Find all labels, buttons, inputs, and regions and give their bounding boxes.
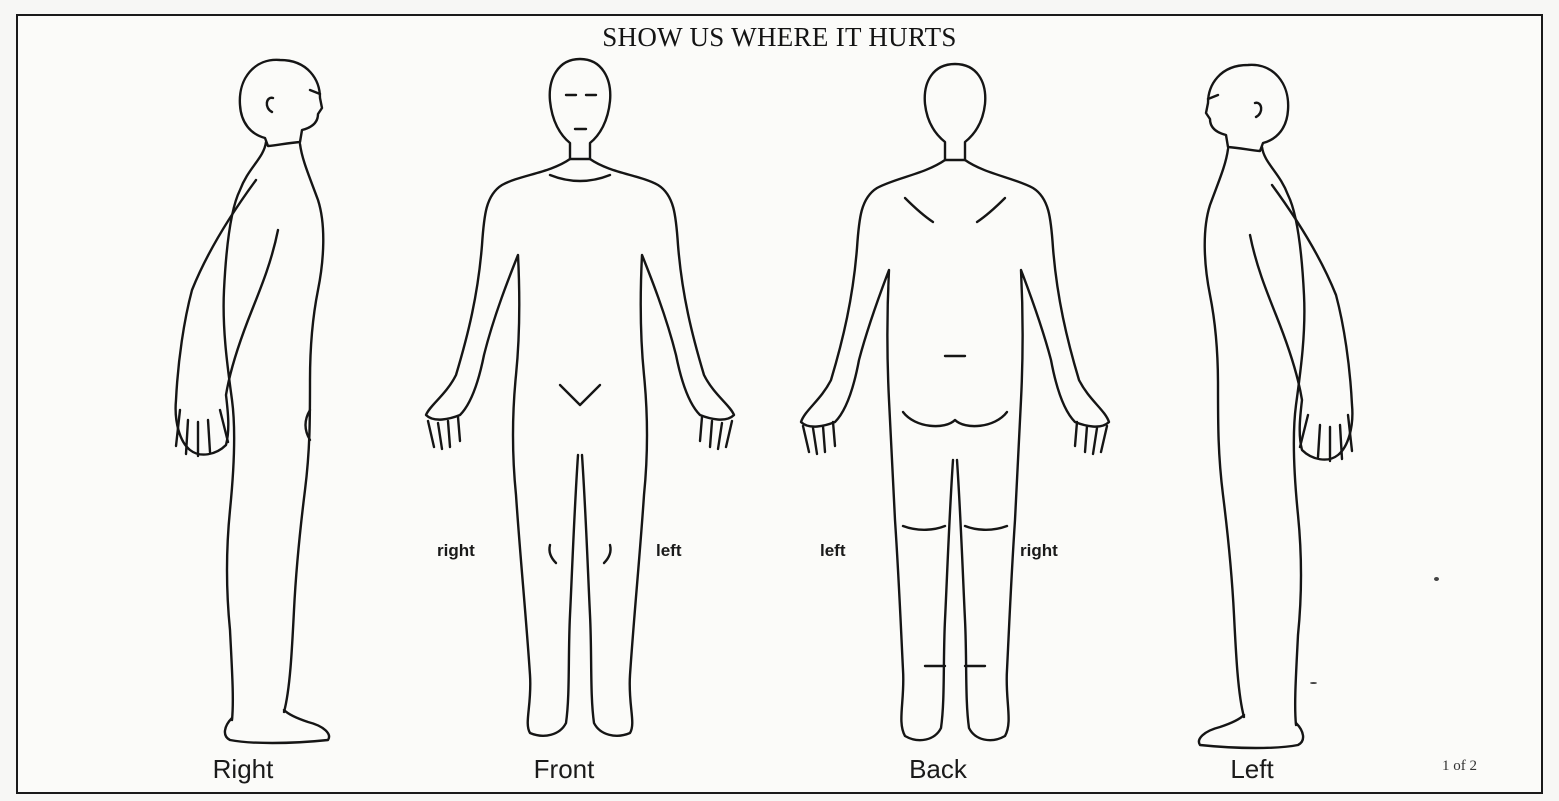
shoulders-torso-right	[582, 159, 734, 736]
scan-speck	[1310, 682, 1317, 684]
page-number: 1 of 2	[1442, 758, 1477, 775]
head-outline	[550, 59, 611, 159]
body-figure-front[interactable]	[420, 55, 740, 745]
back-left-label: left	[820, 541, 846, 561]
front-right-label: right	[437, 541, 475, 561]
ear	[1255, 103, 1261, 117]
head-outline	[1206, 65, 1288, 151]
groin	[560, 385, 600, 405]
buttocks	[903, 412, 1007, 426]
view-label-left: Left	[1152, 754, 1352, 785]
ear	[267, 98, 273, 112]
front-left-label: left	[656, 541, 682, 561]
knees	[549, 545, 610, 563]
shoulder-blades	[905, 198, 1005, 222]
foot-outline	[1199, 715, 1303, 748]
back-right-label: right	[1020, 541, 1058, 561]
foot-outline	[225, 710, 329, 743]
front-outline	[284, 144, 323, 712]
head-outline	[240, 60, 322, 146]
head-outline	[925, 64, 986, 160]
back-outline	[1262, 147, 1304, 725]
arm-outline	[176, 180, 278, 455]
view-label-back: Back	[838, 754, 1038, 785]
knee-backs	[903, 526, 1007, 530]
body-figure-back[interactable]	[795, 60, 1115, 750]
back-outline	[224, 142, 266, 720]
hand-fingers-l	[700, 417, 732, 449]
view-label-right: Right	[143, 754, 343, 785]
page-title: SHOW US WHERE IT HURTS	[0, 22, 1559, 53]
shoulders-torso	[426, 159, 578, 736]
front-outline	[1205, 149, 1244, 717]
view-label-front: Front	[464, 754, 664, 785]
body-figure-left-side[interactable]	[1168, 55, 1368, 755]
scan-speck	[1434, 577, 1439, 581]
collar-bones	[550, 175, 610, 181]
body-figure-right-side[interactable]	[160, 50, 360, 750]
arm-outline	[1250, 185, 1352, 460]
hand-fingers-r	[428, 417, 460, 449]
